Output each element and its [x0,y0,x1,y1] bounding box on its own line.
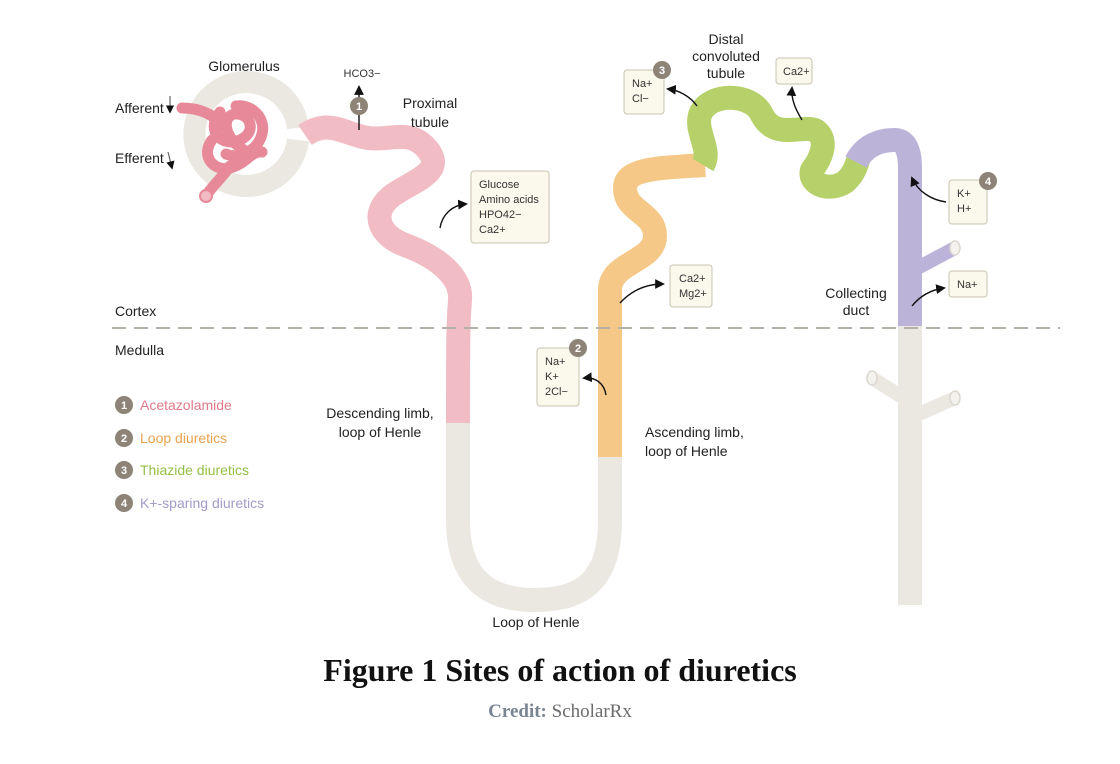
site-number-2: 2 [575,343,581,355]
dct-ca-ion: Ca2+ [783,66,810,78]
collecting-branch-left [868,372,914,408]
label-ascending-1: Ascending limb, [645,424,744,440]
legend-label-acetazolamide: Acetazolamide [140,397,232,413]
cd-na-ion: Na+ [957,279,978,291]
cd-na-box [948,270,988,298]
label-collecting-1: Collecting [825,285,886,301]
dct-ion-1: Na+ [632,78,653,90]
cd-ion-1: K+ [957,188,971,200]
credit-label: Credit: [488,701,547,722]
legend-badge-2 [115,429,133,447]
pt-ion-2: Amino acids [479,194,539,206]
collecting-duct-cortex [845,128,922,328]
bowman-capsule [183,71,309,197]
credit-line: Credit: ScholarRx [0,700,1120,724]
label-ascending-2: loop of Henle [645,443,728,459]
tal-ca-ion-2: Mg2+ [679,288,707,300]
legend-label-thiazide: Thiazide diuretics [140,462,249,478]
branch-end-right [949,390,961,406]
loop-of-henle-thin [446,423,622,612]
legend-number-4: 4 [121,498,128,510]
pt-ion-4: Ca2+ [479,224,506,236]
site-number-4: 4 [985,176,992,188]
site-badge-4 [979,172,997,190]
glomerulus-end [199,189,213,203]
legend-label-k-sparing: K+-sparing diuretics [140,495,264,511]
label-proximal-2: tubule [411,114,449,130]
cd-ion-2: H+ [957,203,971,215]
legend-badge-4 [115,494,133,512]
site-badge-1 [350,97,368,115]
nephron-diagram: Glomerulus Afferent Efferent Proximal tu… [112,31,1060,630]
label-medulla: Medulla [115,342,164,358]
cd-na-arrow [911,284,946,307]
cd-kh-box [948,179,988,225]
figure-caption: Figure 1 Sites of action of diuretics Cr… [0,648,1120,724]
site-number-3: 3 [659,65,665,77]
label-loop: Loop of Henle [492,614,579,630]
legend: 1 Acetazolamide 2 Loop diuretics 3 Thiaz… [115,396,264,512]
tal-ca-ion-1: Ca2+ [679,273,706,285]
legend-number-2: 2 [121,433,127,445]
dct-na-arrow [666,84,698,107]
legend-label-loop: Loop diuretics [140,430,227,446]
pt-ion-box [470,170,550,244]
collecting-branch-right [907,391,958,425]
dct-ion-2: Cl− [632,93,649,105]
proximal-tubule [298,115,473,426]
dct-ca-arrow [786,86,803,121]
label-afferent: Afferent [115,100,164,116]
tal-ion-1: Na+ [545,356,566,368]
tal-na-box [536,347,580,407]
legend-badge-3 [115,461,133,479]
site-number-1: 1 [356,101,362,113]
pt-ion-3: HPO42− [479,209,522,221]
tal-na-arrow [582,372,607,396]
legend-badge-1 [115,396,133,414]
label-distal-3: tubule [707,65,745,81]
label-cortex: Cortex [115,303,156,319]
pt-reabsorb-arrow [439,199,468,229]
dct-ca-box [775,57,813,85]
branch-end-left [866,370,878,386]
tal-ca-box [669,264,713,308]
branch-end-cortex [949,240,961,256]
label-proximal-1: Proximal [403,95,457,111]
legend-number-3: 3 [121,465,127,477]
ascending-limb [598,153,706,457]
tal-ca-arrow [619,279,665,304]
site-badge-2 [569,339,587,357]
label-collecting-2: duct [843,302,870,318]
legend-number-1: 1 [121,400,127,412]
label-descending-2: loop of Henle [339,424,422,440]
efferent-arrow [166,151,175,170]
label-distal-1: Distal [708,31,743,47]
label-descending-1: Descending limb, [326,405,433,421]
glomerulus-capillaries [176,100,269,202]
tal-ion-2: K+ [545,371,559,383]
collecting-branch-cortex [906,241,959,279]
figure-title: Figure 1 Sites of action of diuretics [323,652,797,688]
dct-na-box [623,69,665,115]
label-distal-2: convoluted [692,48,760,64]
distal-convoluted-tubule [687,85,870,199]
ion-hco3: HCO3− [344,68,381,80]
credit-value: ScholarRx [551,701,632,722]
label-efferent: Efferent [115,150,164,166]
site-badge-3 [653,61,671,79]
label-glomerulus: Glomerulus [208,58,280,74]
pt-ion-1: Glucose [479,179,519,191]
cd-kh-arrow [910,176,947,203]
tal-ion-3: 2Cl− [545,386,568,398]
